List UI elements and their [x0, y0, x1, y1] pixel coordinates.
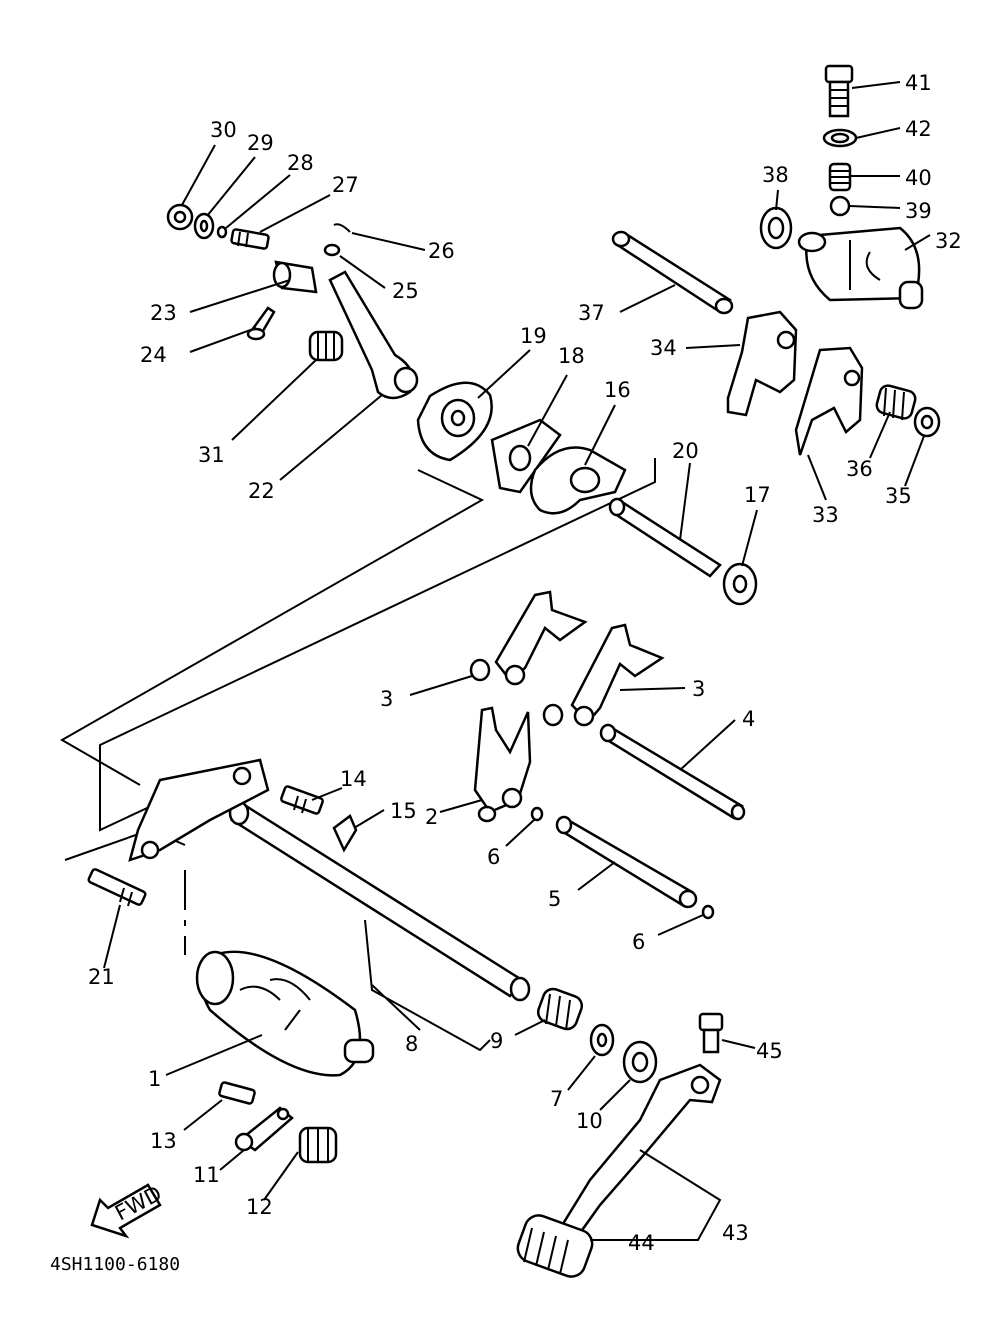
label-18: 18: [558, 344, 585, 368]
leader-lines: [103, 81, 931, 1241]
part-15-lock-washer: [332, 814, 358, 853]
label-17: 17: [744, 483, 771, 507]
part-31-spring: [308, 330, 344, 362]
part-24-pin: [246, 306, 276, 341]
part-3-shift-fork-lower: [542, 623, 665, 727]
part-11-stopper-lever: [234, 1106, 294, 1152]
label-8: 8: [405, 1032, 418, 1056]
label-20: 20: [672, 439, 699, 463]
part-27-bolt: [230, 228, 270, 250]
part-9-spring: [536, 987, 584, 1031]
label-27: 27: [332, 173, 359, 197]
label-41: 41: [905, 71, 932, 95]
part-33-shift-fork: [794, 346, 864, 456]
part-5-guide-bar: [555, 815, 698, 909]
part-13-bolt: [218, 1081, 256, 1105]
part-29-washer: [193, 212, 215, 240]
label-10: 10: [576, 1109, 603, 1133]
label-3-left: 3: [380, 687, 393, 711]
part-45-bolt: [698, 1012, 724, 1054]
label-3-right: 3: [692, 677, 705, 701]
label-11: 11: [193, 1163, 220, 1187]
label-16: 16: [604, 378, 631, 402]
label-29: 29: [247, 131, 274, 155]
label-40: 40: [905, 166, 932, 190]
part-8-shift-shaft: [128, 758, 531, 1002]
label-7: 7: [550, 1087, 563, 1111]
label-44: 44: [628, 1231, 655, 1255]
label-2: 2: [425, 805, 438, 829]
part-6-clip-lower: [701, 904, 715, 920]
label-19: 19: [520, 324, 547, 348]
label-38: 38: [762, 163, 789, 187]
part-36-spring: [875, 384, 917, 421]
part-17-bearing: [722, 562, 758, 606]
part-labels: 30 29 28 27 26 25 23 24 31 22 19 18 16 2…: [88, 71, 962, 1255]
part-39-ball: [829, 195, 851, 217]
part-16-segment: [529, 446, 627, 515]
part-42-washer: [822, 128, 858, 148]
part-12-spring: [298, 1126, 338, 1164]
label-1: 1: [148, 1067, 161, 1091]
label-34: 34: [650, 336, 677, 360]
part-28-circlip: [216, 225, 228, 239]
label-12: 12: [246, 1195, 273, 1219]
part-1-shift-drum: [195, 950, 375, 1077]
label-6-lower: 6: [632, 930, 645, 954]
label-23: 23: [150, 301, 177, 325]
part-40-spring: [828, 162, 852, 192]
part-2-shift-fork: [473, 706, 532, 823]
label-25: 25: [392, 279, 419, 303]
label-42: 42: [905, 117, 932, 141]
label-26: 26: [428, 239, 455, 263]
part-37-guide-bar: [611, 230, 734, 315]
diagram-code: 4SH1100-6180: [50, 1254, 180, 1275]
part-44-pedal-rubber: [516, 1214, 594, 1278]
part-3-shift-fork-upper: [469, 590, 588, 686]
part-4-guide-bar: [599, 723, 746, 821]
label-13: 13: [150, 1129, 177, 1153]
part-43-shift-pedal: [556, 1063, 722, 1242]
part-35-washer: [913, 406, 941, 438]
label-36: 36: [846, 457, 873, 481]
part-10-oil-seal: [622, 1040, 658, 1084]
part-6-clip-upper: [530, 806, 544, 822]
label-15: 15: [390, 799, 417, 823]
part-19-stopper-plate: [416, 381, 493, 462]
part-14-bolt: [280, 785, 324, 815]
part-34-shift-fork: [726, 310, 798, 417]
label-14: 14: [340, 767, 367, 791]
part-7-washer: [589, 1023, 615, 1057]
part-21-bolt: [87, 868, 147, 907]
label-5: 5: [548, 887, 561, 911]
label-31: 31: [198, 443, 225, 467]
label-32: 32: [935, 229, 962, 253]
part-38-bearing: [759, 206, 793, 250]
part-26-cotter-pin: [333, 223, 351, 233]
part-41-bolt: [824, 64, 854, 118]
label-24: 24: [140, 343, 167, 367]
part-25-washer: [323, 243, 341, 257]
label-9: 9: [490, 1029, 503, 1053]
label-39: 39: [905, 199, 932, 223]
label-37: 37: [578, 301, 605, 325]
part-20-shaft: [608, 497, 722, 578]
label-43: 43: [722, 1221, 749, 1245]
label-35: 35: [885, 484, 912, 508]
label-28: 28: [287, 151, 314, 175]
part-23-joint: [272, 260, 318, 294]
part-30-nut: [166, 203, 194, 231]
part-32-shift-drum: [797, 226, 924, 310]
label-6-upper: 6: [487, 845, 500, 869]
label-45: 45: [756, 1039, 783, 1063]
label-30: 30: [210, 118, 237, 142]
label-21: 21: [88, 965, 115, 989]
fwd-arrow-icon: FWD: [90, 1181, 166, 1239]
label-22: 22: [248, 479, 275, 503]
label-33: 33: [812, 503, 839, 527]
label-4: 4: [742, 707, 755, 731]
